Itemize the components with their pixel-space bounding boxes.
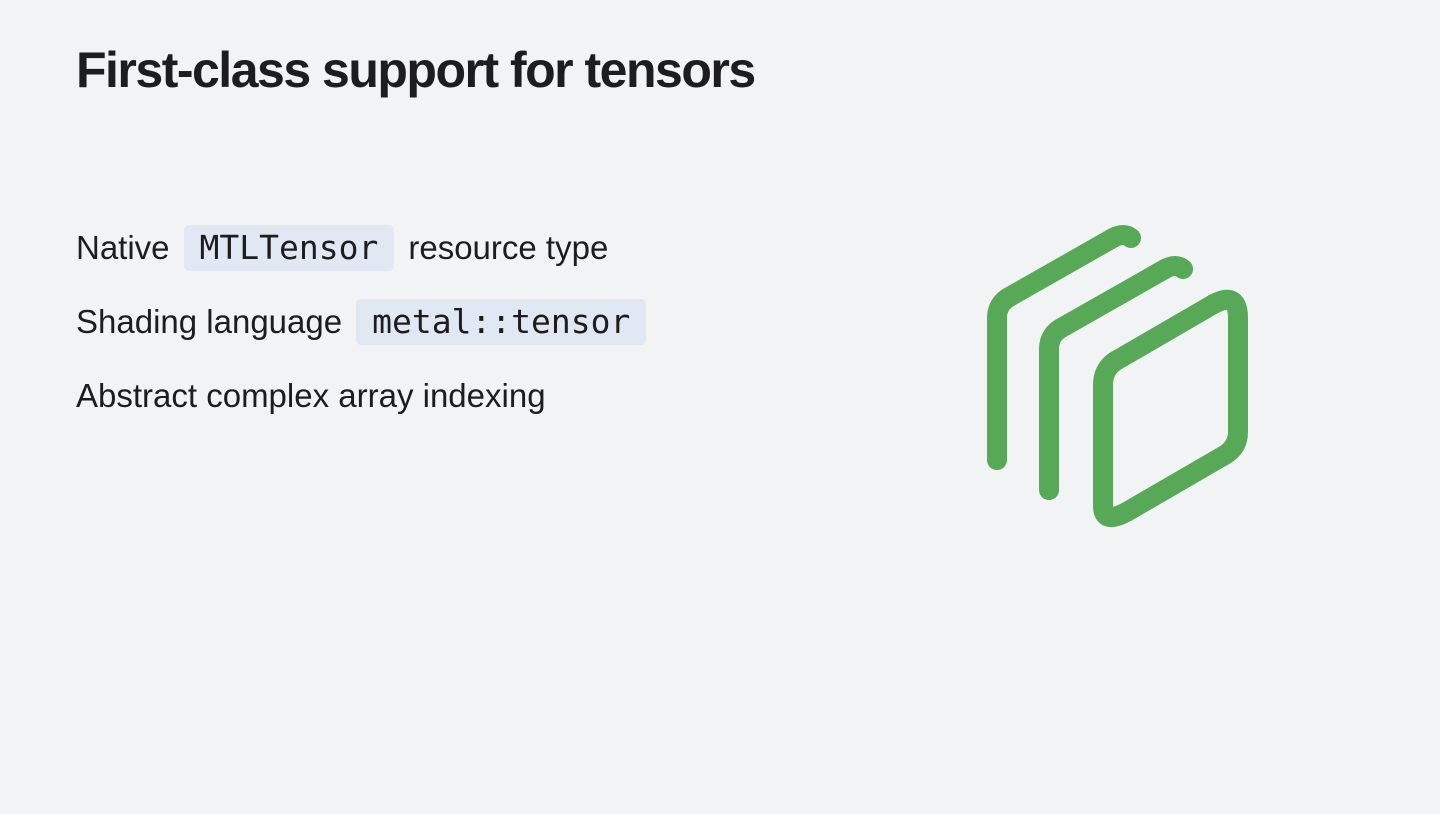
bullet-text: Abstract complex array indexing <box>76 377 546 414</box>
tensor-stacked-panels-icon <box>987 225 1248 527</box>
bullet-native-resource: Native MTLTensor resource type <box>76 224 876 272</box>
code-mtltensor: MTLTensor <box>183 225 395 271</box>
panel-front <box>1093 289 1248 527</box>
bullet-text: resource type <box>408 229 609 266</box>
code-metal-tensor: metal::tensor <box>356 299 647 345</box>
panel-back <box>987 225 1141 470</box>
slide-title: First-class support for tensors <box>76 42 756 98</box>
bullet-shading-language: Shading language metal::tensor <box>76 298 876 346</box>
bullet-list: Native MTLTensor resource type Shading l… <box>76 224 876 446</box>
bullet-array-indexing: Abstract complex array indexing <box>76 372 876 420</box>
bullet-text: Shading language <box>76 303 343 340</box>
panel-middle <box>1039 256 1193 500</box>
bullet-text: Native <box>76 229 170 266</box>
